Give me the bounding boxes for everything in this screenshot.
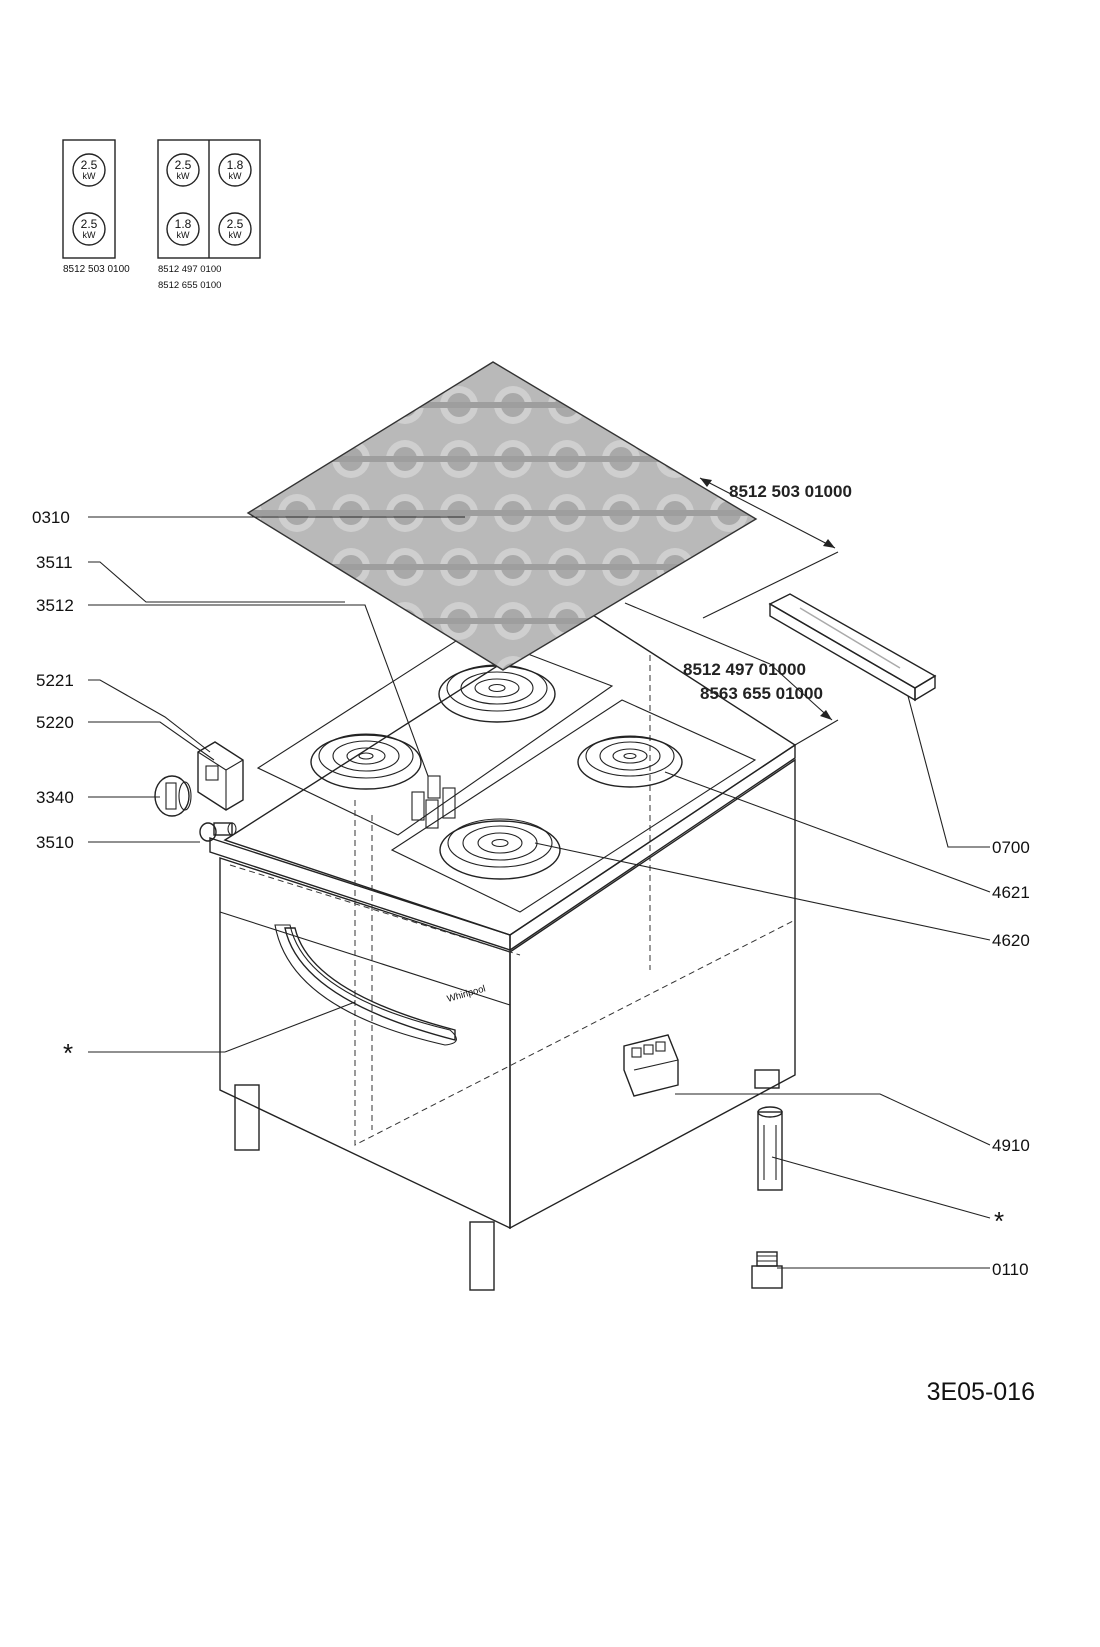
zone-unit: kW	[83, 230, 97, 240]
hotplates	[310, 664, 683, 880]
part-label-3511: 3511	[36, 553, 73, 572]
zone-a2: 2.5 kW	[72, 212, 106, 246]
zone-unit: kW	[229, 171, 243, 181]
leader-lines	[88, 477, 991, 1269]
zone-value: 1.8	[227, 158, 244, 172]
bushings	[411, 775, 456, 829]
hotplate-front	[439, 818, 561, 880]
part-label-0700: 0700	[992, 838, 1030, 857]
zone-unit: kW	[229, 230, 243, 240]
cooker-body: Whirlpool	[209, 609, 797, 1291]
zone-unit: kW	[83, 171, 97, 181]
part-label-0310: 0310	[32, 508, 70, 527]
zone-unit: kW	[177, 230, 191, 240]
loose-leg	[757, 1106, 783, 1191]
zone-a1: 2.5 kW	[72, 153, 106, 187]
part-label-5221: 5221	[36, 671, 74, 690]
rear-trim	[768, 593, 937, 702]
zone-unit: kW	[177, 171, 191, 181]
part-label-3340: 3340	[36, 788, 74, 807]
control-knob	[154, 775, 192, 817]
zone-b2: 1.8 kW	[218, 153, 252, 187]
legend-code: 8512 503 0100	[63, 264, 130, 275]
legend-panel-a: 2.5 kW 2.5 kW 8512 503 0100	[62, 139, 130, 275]
hotplate-right	[577, 735, 683, 788]
variant-label-mid1: 8512 497 01000	[683, 660, 806, 679]
variant-labels: 8512 503 01000 8512 497 01000 8563 655 0…	[683, 482, 852, 703]
switch-unit	[197, 741, 244, 811]
variant-label-top: 8512 503 01000	[729, 482, 852, 501]
part-label-5220: 5220	[36, 713, 74, 732]
part-label-4621: 4621	[992, 883, 1030, 902]
drawing-code: 3E05-016	[927, 1378, 1035, 1406]
control-fitting	[199, 822, 237, 842]
ceramic-glass-top	[246, 361, 758, 671]
legend-code: 8512 655 0100	[158, 280, 221, 291]
zone-value: 2.5	[227, 217, 244, 231]
part-label-4620: 4620	[992, 931, 1030, 950]
terminal-block	[623, 1034, 679, 1097]
zone-b4: 2.5 kW	[218, 212, 252, 246]
variant-label-mid2: 8563 655 01000	[700, 684, 823, 703]
zone-value: 2.5	[81, 158, 98, 172]
zone-b3: 1.8 kW	[166, 212, 200, 246]
legend-panel-b: 2.5 kW 1.8 kW 1.8 kW 2.5 kW 8512 497 010…	[157, 139, 261, 291]
hotplate-back	[438, 664, 556, 723]
legend-code: 8512 497 0100	[158, 264, 221, 275]
part-labels-right: 0700 4621 4620 4910 * 0110	[992, 838, 1030, 1279]
part-label-4910: 4910	[992, 1136, 1030, 1155]
part-label-3510: 3510	[36, 833, 74, 852]
hotplate-left	[310, 733, 422, 790]
zone-value: 2.5	[175, 158, 192, 172]
part-label-asterisk: *	[63, 1038, 73, 1068]
part-label-0110: 0110	[992, 1260, 1029, 1279]
part-label-asterisk: *	[994, 1206, 1004, 1236]
zone-value: 2.5	[81, 217, 98, 231]
part-labels-left: 0310 3511 3512 5221 5220 3340 3510 *	[32, 508, 74, 1068]
foot-screw	[751, 1251, 783, 1289]
zone-b1: 2.5 kW	[166, 153, 200, 187]
part-label-3512: 3512	[36, 596, 74, 615]
zone-value: 1.8	[175, 217, 192, 231]
